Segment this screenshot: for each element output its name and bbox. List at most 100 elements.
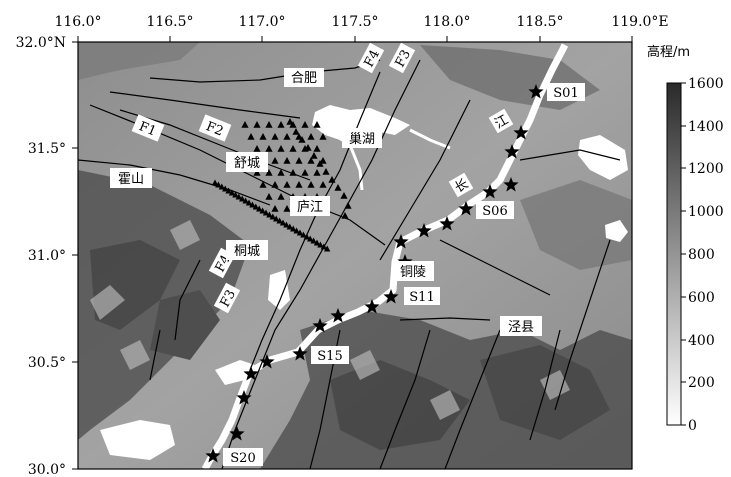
label-jingxian: 泾县	[508, 320, 534, 335]
station-triangle	[259, 181, 267, 188]
fault-label-f1: F1	[131, 114, 165, 142]
station-triangle	[262, 209, 270, 216]
station-triangle	[277, 169, 285, 176]
station-star	[393, 234, 409, 249]
fault-label-f3-south: F3	[213, 282, 241, 314]
station-triangle	[253, 145, 261, 152]
label-s15: S15	[317, 349, 342, 364]
fault-label-f3-north: F3	[388, 42, 416, 74]
legend-value: 800	[688, 247, 715, 263]
station-triangle	[259, 133, 267, 140]
station-star	[503, 177, 519, 192]
station-triangle	[265, 193, 273, 200]
station-star	[330, 308, 346, 323]
station-triangle	[283, 205, 291, 212]
station-star	[259, 354, 275, 369]
mountain-relief	[78, 42, 632, 469]
station-triangle	[319, 157, 327, 164]
label-chaohu: 巢湖	[349, 132, 375, 147]
latitude-labels: 32.0°N 31.5° 31.0° 30.5° 30.0°	[16, 35, 66, 477]
station-triangle	[279, 219, 287, 226]
station-triangle	[241, 121, 249, 128]
station-triangle	[286, 118, 294, 125]
station-star	[364, 299, 380, 314]
svg-text:F2: F2	[204, 119, 226, 139]
station-star	[528, 84, 544, 99]
label-river-chang: 长	[452, 177, 471, 196]
station-triangle	[283, 157, 291, 164]
legend-value: 600	[688, 290, 715, 306]
svg-text:F1: F1	[137, 119, 159, 139]
station-triangle	[301, 169, 309, 176]
fault-f3	[221, 59, 421, 469]
fault-label-f4-north: F4	[357, 42, 385, 74]
lat-tick-label: 30.0°	[28, 462, 66, 477]
station-star	[504, 144, 520, 159]
fault-label-f2: F2	[198, 114, 232, 142]
station-triangle	[319, 133, 327, 140]
label-hefei: 合肥	[291, 71, 317, 86]
lake-east	[578, 135, 628, 180]
station-star	[416, 223, 432, 238]
lat-tick-label: 32.0°N	[16, 35, 66, 51]
station-triangle	[247, 133, 255, 140]
station-triangle	[295, 181, 303, 188]
label-tongcheng: 桐城	[234, 244, 260, 259]
station-star	[458, 201, 474, 216]
station-triangle	[271, 205, 279, 212]
light-ridges	[90, 220, 570, 420]
svg-text:F3: F3	[218, 288, 239, 310]
station-triangle	[225, 187, 232, 194]
lon-tick-label: 117.0°	[238, 14, 285, 30]
station-star	[243, 366, 259, 381]
station-triangle	[289, 145, 297, 152]
station-triangle	[276, 217, 283, 224]
station-triangle	[215, 181, 222, 188]
label-river-jiang: 江	[492, 113, 511, 132]
station-triangle	[322, 168, 330, 175]
station-triangle	[300, 231, 307, 238]
station-triangle	[307, 157, 315, 164]
station-triangle	[271, 157, 279, 164]
station-triangle	[228, 189, 236, 196]
station-star	[383, 289, 399, 304]
station-label-group: S01 S06 S11 S15 S20	[223, 83, 585, 466]
label-huoshan: 霍山	[118, 172, 144, 187]
legend-value: 1200	[688, 161, 724, 177]
svg-text:F3: F3	[393, 48, 414, 70]
longitude-axis	[77, 36, 633, 42]
label-s20: S20	[230, 451, 255, 466]
station-star	[229, 426, 245, 441]
lon-tick-label: 116.5°	[146, 14, 193, 30]
legend-value: 200	[688, 375, 715, 391]
station-triangle	[324, 245, 331, 252]
station-star	[292, 346, 308, 361]
station-triangle	[235, 193, 242, 200]
station-triangle	[340, 192, 348, 199]
station-triangle	[298, 136, 306, 143]
station-triangle	[265, 121, 273, 128]
station-star	[482, 184, 498, 199]
longitude-labels: 116.0° 116.5° 117.0° 117.5° 118.0° 118.5…	[54, 14, 668, 30]
label-lujiang: 庐江	[297, 200, 323, 215]
elevation-legend: 高程/m 1600 1400 1200 1000 800 600 400 200…	[647, 44, 724, 434]
station-triangle	[313, 145, 321, 152]
label-s11: S11	[409, 290, 434, 305]
station-triangle	[283, 133, 291, 140]
legend-value: 400	[688, 333, 715, 349]
station-triangle	[296, 229, 304, 236]
station-triangle	[211, 179, 219, 186]
lon-tick-label: 119.0°E	[611, 14, 668, 30]
station-triangle	[239, 195, 246, 202]
station-triangle	[249, 201, 256, 208]
station-triangle	[218, 183, 225, 190]
legend-title: 高程/m	[647, 44, 690, 60]
station-star	[439, 216, 455, 231]
lat-tick-label: 31.0°	[28, 248, 66, 264]
station-triangle	[242, 197, 249, 204]
svg-text:F4: F4	[362, 48, 383, 70]
legend-value: 0	[688, 418, 697, 434]
station-triangle	[265, 145, 273, 152]
lon-tick-label: 116.0°	[54, 14, 101, 30]
